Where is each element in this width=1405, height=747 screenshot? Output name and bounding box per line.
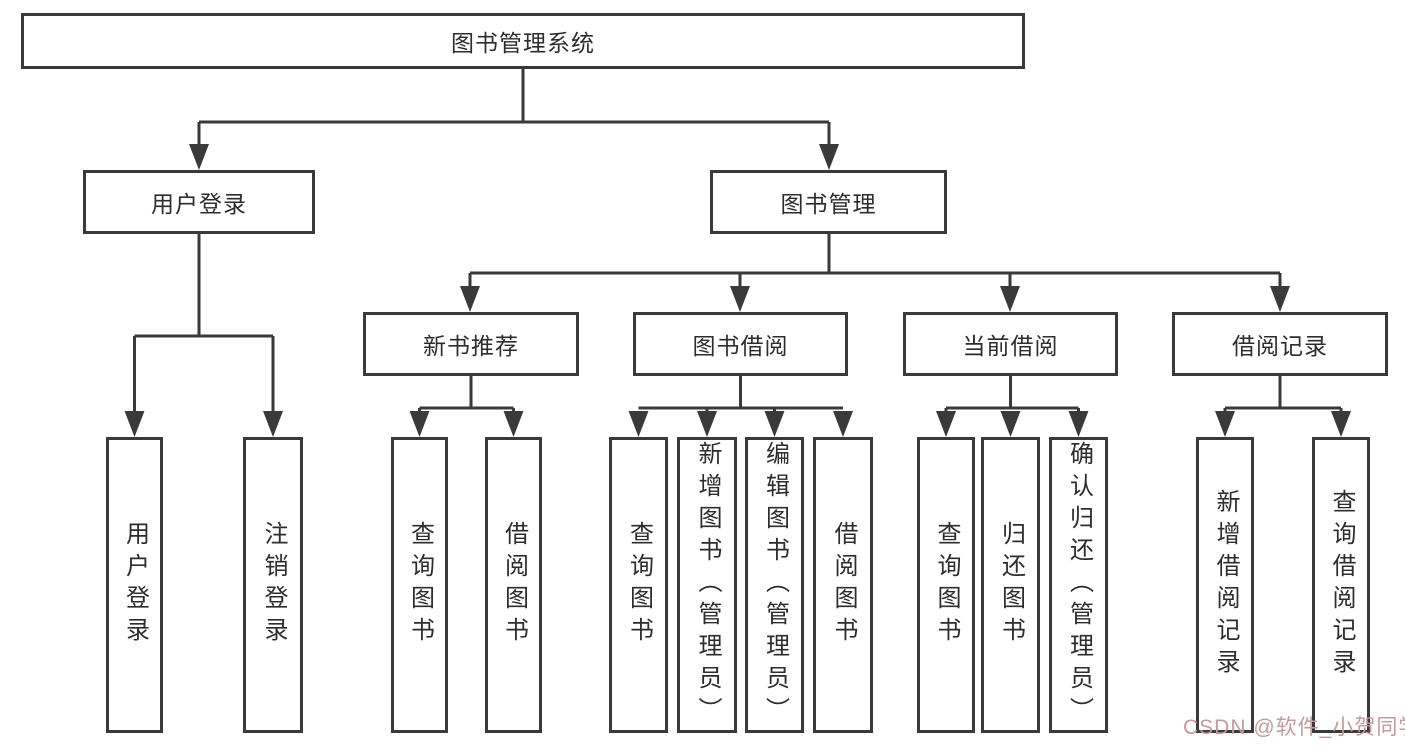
- leaf-borrow-books-recommend: 借阅图书: [485, 437, 542, 733]
- node-book-borrow: 图书借阅: [633, 312, 848, 376]
- watermark: CSDN @软件_小贺同学: [1183, 716, 1405, 739]
- leaf-query-borrow-record: 查询借阅记录: [1312, 437, 1370, 733]
- leaf-confirm-return-admin: 确认归还（管理员）: [1049, 437, 1108, 733]
- node-new-book-recommend: 新书推荐: [363, 312, 579, 376]
- leaf-edit-book-admin: 编辑图书（管理员）: [745, 437, 804, 733]
- node-user-login: 用户登录: [83, 170, 315, 234]
- leaf-return-books: 归还图书: [981, 437, 1040, 733]
- leaf-add-borrow-record: 新增借阅记录: [1196, 437, 1254, 733]
- leaf-borrow-books: 借阅图书: [813, 437, 873, 733]
- node-library-system: 图书管理系统: [21, 13, 1025, 69]
- leaf-user-login: 用户登录: [106, 437, 163, 733]
- node-current-borrow: 当前借阅: [903, 312, 1118, 376]
- arrow-down-icons: [124, 144, 1351, 437]
- node-borrow-records: 借阅记录: [1172, 312, 1388, 376]
- leaf-query-books-recommend: 查询图书: [391, 437, 448, 733]
- node-book-management: 图书管理: [710, 170, 947, 234]
- connector-lines: [133, 69, 1343, 413]
- leaf-query-books-current: 查询图书: [917, 437, 975, 733]
- leaf-add-book-admin: 新增图书（管理员）: [677, 437, 737, 733]
- leaf-logout: 注销登录: [243, 437, 303, 733]
- leaf-query-books-borrow: 查询图书: [609, 437, 668, 733]
